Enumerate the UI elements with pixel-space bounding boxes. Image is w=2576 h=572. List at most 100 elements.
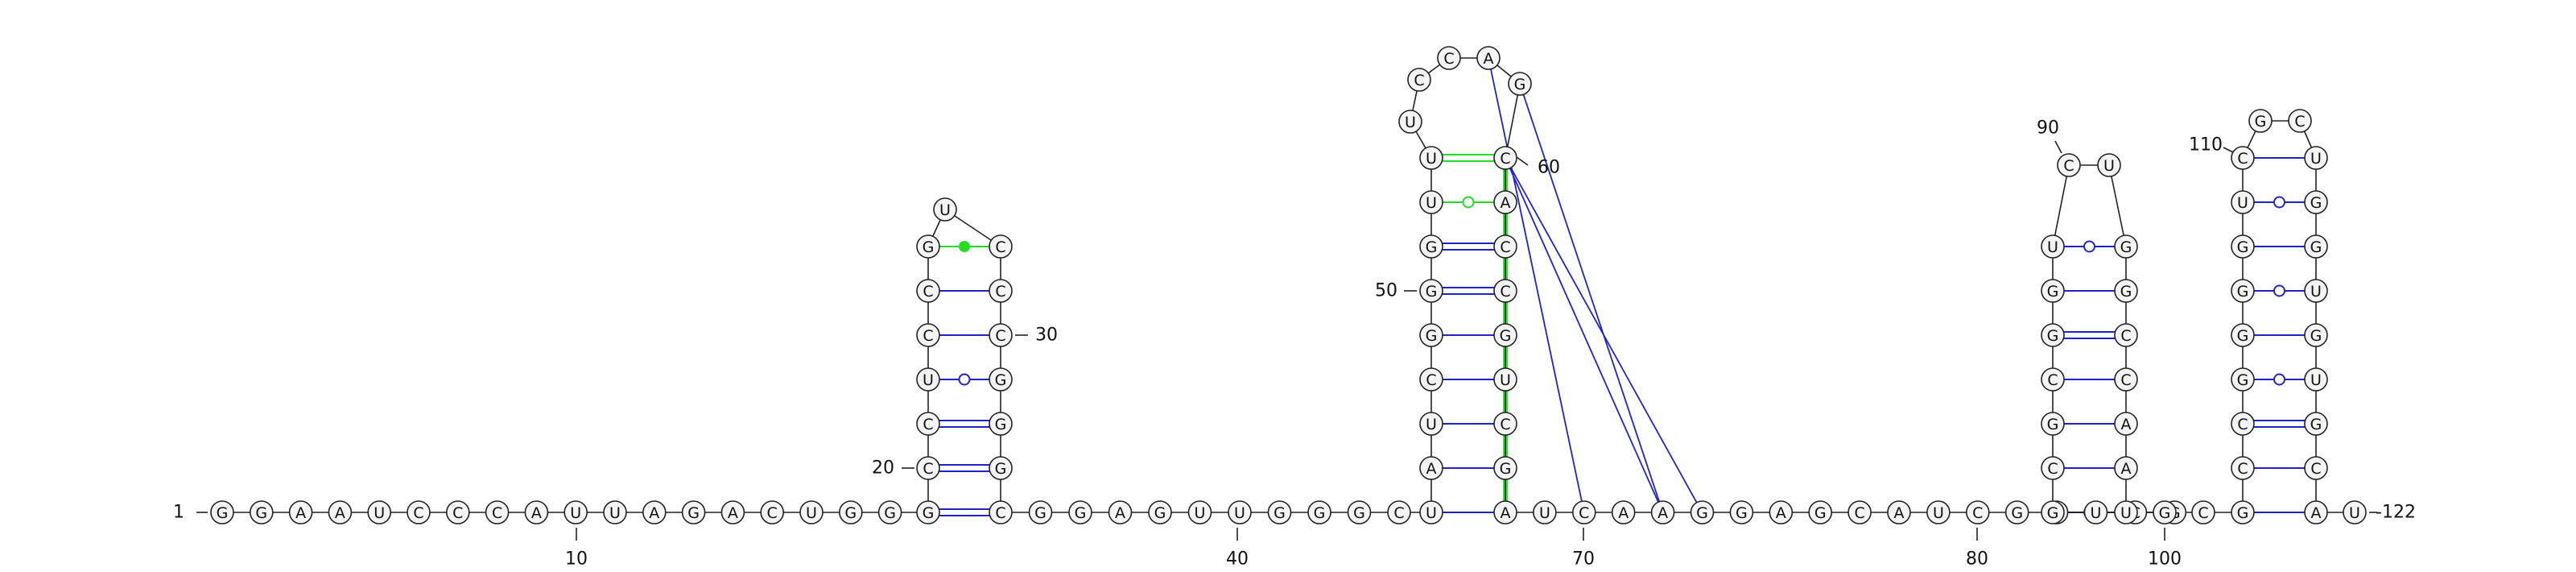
nucleotide-77: U: [1926, 500, 1951, 524]
nucleotide-letter: A: [335, 504, 345, 522]
nucleotide-3: A: [288, 500, 313, 524]
nucleotide-64: C: [1493, 412, 1517, 436]
nucleotide-letter: C: [923, 283, 933, 301]
base-pair-104-119: [2254, 420, 2305, 428]
nucleotide-14: A: [720, 500, 745, 524]
nucleotide-79: G: [2004, 500, 2029, 524]
nucleotide-letter: C: [2310, 460, 2321, 478]
nucleotide-letter: G: [2120, 238, 2132, 256]
nucleotide-letter: A: [1484, 50, 1494, 68]
nucleotide-letter: A: [2121, 460, 2132, 478]
nucleotide-58: C: [1493, 146, 1517, 170]
nucleotide-letter: A: [295, 504, 306, 522]
base-pair-21-31: [939, 420, 989, 428]
nucleotide-120: C: [2304, 456, 2328, 480]
nucleotide-2: G: [249, 500, 274, 524]
nucleotide-letter: U: [1426, 194, 1437, 212]
nucleotide-36: A: [1108, 500, 1133, 524]
nucleotide-letter: G: [1514, 76, 1526, 93]
nucleotide-12: A: [642, 500, 667, 524]
nucleotide-letter: A: [2311, 504, 2322, 522]
nucleotide-letter: U: [1234, 504, 1245, 522]
base-pair-51-59: [1443, 196, 1494, 209]
nucleotide-44: U: [1419, 500, 1443, 524]
nucleotide-28: C: [989, 279, 1013, 303]
nucleotide-62: G: [1493, 323, 1517, 347]
nucleotide-letter: G: [2011, 504, 2023, 522]
nucleotide-letter: C: [2047, 371, 2058, 389]
nucleotide-27: C: [989, 234, 1013, 259]
nucleotide-39: U: [1228, 500, 1252, 524]
nucleotide-letter: G: [2310, 327, 2322, 345]
nucleotide-116: U: [2304, 279, 2328, 303]
nucleotide-letter: C: [2237, 416, 2248, 433]
nucleotide-121: A: [2304, 500, 2328, 524]
nucleotide-54: C: [1407, 68, 1431, 92]
nucleotide-letter: G: [2047, 504, 2059, 522]
nucleotide-letter: G: [1500, 460, 1512, 478]
nucleotide-letter: G: [844, 504, 857, 522]
nucleotide-letter: G: [1034, 504, 1046, 522]
position-label-10: 10: [565, 549, 588, 570]
nucleotide-letter: G: [923, 238, 935, 256]
base-pair-49-61: [1443, 287, 1494, 295]
nucleotide-20: C: [916, 456, 940, 480]
nucleotide-letter: C: [1393, 504, 1404, 522]
position-label-60: 60: [1538, 158, 1560, 178]
nucleotide-letter: G: [923, 504, 935, 522]
nucleotide-letter: U: [1933, 504, 1944, 522]
nucleotide-24: C: [916, 279, 940, 303]
nucleotide-letter: G: [1426, 327, 1438, 345]
base-pair-90-93: [2064, 240, 2115, 253]
nucleotide-87: C: [2041, 367, 2065, 392]
nucleotide-53: U: [1398, 110, 1422, 134]
number-tick: [2054, 140, 2062, 154]
nucleotide-99: U: [2114, 500, 2138, 524]
nucleotide-letter: U: [1539, 504, 1550, 522]
nucleotide-96: C: [2114, 367, 2138, 392]
nucleotide-30: G: [989, 367, 1013, 392]
nucleotide-88: G: [2041, 323, 2065, 347]
base-pair-19-33: [939, 508, 989, 516]
nucleotide-4: A: [328, 500, 353, 524]
nucleotide-46: U: [1419, 412, 1443, 436]
nucleotide-59: A: [1493, 190, 1517, 214]
nucleotide-letter: G: [2047, 416, 2059, 433]
position-label-40: 40: [1226, 549, 1249, 570]
nucleotide-letter: U: [1405, 114, 1416, 131]
nucleotide-72: G: [1729, 500, 1754, 524]
backbone-segment: [1505, 83, 1521, 159]
nucleotide-7: C: [445, 500, 470, 524]
nucleotide-letter: C: [2063, 157, 2074, 175]
nucleotide-104: C: [2231, 412, 2255, 436]
nucleotide-71: G: [1690, 500, 1715, 524]
nucleotide-letter: U: [2120, 504, 2132, 522]
position-label-80: 80: [1966, 549, 1988, 570]
nucleotide-55: C: [1437, 46, 1461, 70]
nucleotide-81: U: [2083, 500, 2108, 524]
position-label-100: 100: [2148, 549, 2182, 570]
nucleotide-66: A: [1493, 500, 1517, 524]
nucleotide-letter: U: [1426, 150, 1437, 168]
nucleotide-letter: U: [2349, 504, 2360, 522]
nucleotide-letter: G: [2237, 327, 2249, 345]
nucleotide-111: G: [2248, 109, 2273, 133]
nucleotide-117: G: [2304, 323, 2328, 347]
nucleotide-63: U: [1493, 367, 1517, 392]
nucleotide-48: G: [1419, 323, 1443, 347]
nucleotide-letter: G: [2159, 504, 2171, 522]
nucleotide-letter: G: [1500, 327, 1512, 345]
nucleotide-32: G: [989, 456, 1013, 480]
nucleotide-23: C: [916, 323, 940, 347]
nucleotide-letter: A: [1657, 504, 1668, 522]
nucleotide-letter: C: [1500, 150, 1510, 168]
nucleotide-42: G: [1347, 500, 1372, 524]
position-label-50: 50: [1375, 281, 1397, 301]
base-pair-105-118: [2254, 373, 2305, 386]
base-pair-22-30: [939, 373, 989, 386]
nucleotide-letter: G: [2237, 283, 2249, 301]
nucleotide-letter: A: [649, 504, 659, 522]
nucleotide-9: A: [524, 500, 549, 524]
nucleotide-letter: A: [1618, 504, 1629, 522]
nucleotide-letter: U: [1500, 371, 1511, 389]
